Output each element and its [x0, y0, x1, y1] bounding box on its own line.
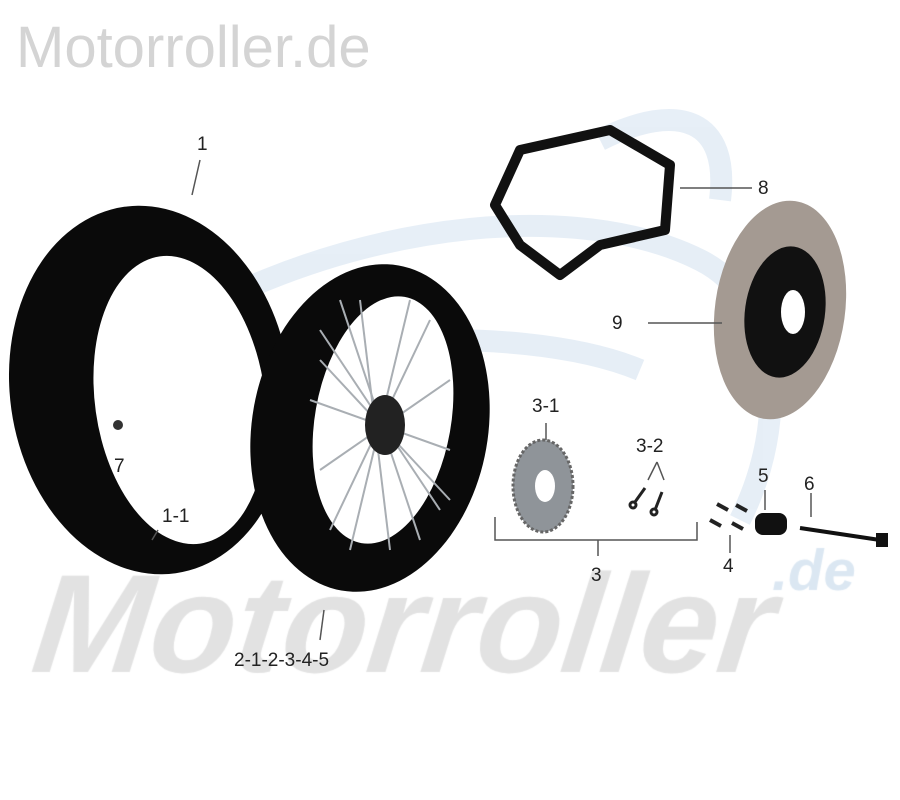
callout-6: 6: [804, 474, 815, 495]
callout-1-1: 1-1: [162, 506, 190, 527]
watermark-logo-top: Motorroller.de: [16, 15, 371, 80]
sprocket-bolts-part: [628, 487, 664, 517]
brake-disc-part: [713, 200, 847, 420]
callout-3-1: 3-1: [532, 396, 560, 417]
callout-3: 3: [591, 565, 602, 586]
rim-part: [250, 264, 490, 592]
leader-lines: [151, 159, 812, 641]
spacer-part: [755, 513, 787, 535]
callout-3-2: 3-2: [636, 436, 664, 457]
callout-4: 4: [723, 556, 734, 577]
callout-7: 7: [114, 456, 125, 477]
sprocket-part: [511, 438, 575, 534]
rim-band-part: [490, 125, 675, 280]
bolts-part: [709, 502, 748, 531]
tire-part: [8, 205, 292, 575]
callout-2: 2-1-2-3-4-5: [234, 650, 330, 671]
valve-part: [113, 420, 123, 430]
axle-part: [799, 526, 888, 547]
callout-5: 5: [758, 466, 769, 487]
callout-9: 9: [612, 313, 623, 334]
callout-1: 1: [197, 134, 208, 155]
callout-8: 8: [758, 178, 769, 199]
